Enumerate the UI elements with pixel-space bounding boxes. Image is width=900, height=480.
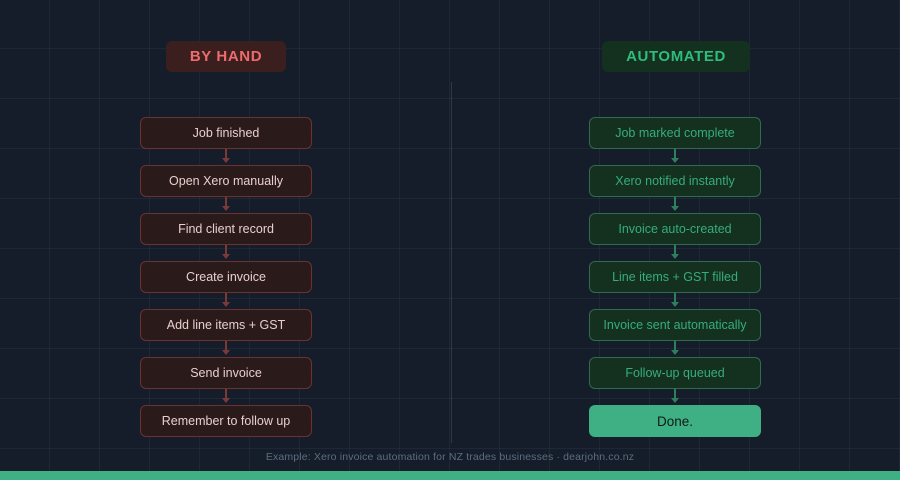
manual-step-label: Send invoice — [190, 366, 262, 380]
automated-step-label: Invoice auto-created — [618, 222, 732, 236]
manual-step-label: Remember to follow up — [161, 414, 291, 428]
automated-step-node: Invoice auto-created — [589, 213, 761, 259]
manual-step-node: Find client record — [140, 213, 312, 259]
manual-steps-column: Job finished Open Xero manually Find cli… — [140, 117, 312, 437]
column-divider — [451, 82, 452, 443]
manual-step-node: Open Xero manually — [140, 165, 312, 211]
automated-done-label: Done. — [656, 413, 694, 429]
manual-step-label: Add line items + GST — [166, 318, 286, 332]
automated-column-header: AUTOMATED — [602, 41, 750, 72]
manual-column-header: BY HAND — [166, 41, 286, 72]
bottom-accent-bar — [0, 471, 900, 480]
manual-step-label: Find client record — [178, 222, 274, 236]
automated-step-label: Invoice sent automatically — [603, 318, 747, 332]
manual-step-node: Send invoice — [140, 357, 312, 403]
manual-step-label: Open Xero manually — [169, 174, 283, 188]
automated-step-node: Line items + GST filled — [589, 261, 761, 307]
manual-step-node: Remember to follow up — [140, 405, 312, 437]
automated-step-node: Invoice sent automatically — [589, 309, 761, 355]
automated-step-label: Xero notified instantly — [615, 174, 735, 188]
automated-done-node: Done. — [589, 405, 761, 437]
automated-steps-column: Job marked complete Xero notified instan… — [589, 117, 761, 437]
automated-step-label: Job marked complete — [615, 126, 735, 140]
automated-step-node: Xero notified instantly — [589, 165, 761, 211]
footer-caption: Example: Xero invoice automation for NZ … — [265, 451, 635, 463]
manual-step-label: Job finished — [192, 126, 260, 140]
automated-step-label: Line items + GST filled — [612, 270, 738, 284]
manual-step-node: Create invoice — [140, 261, 312, 307]
manual-step-node: Job finished — [140, 117, 312, 163]
automated-step-node: Follow-up queued — [589, 357, 761, 403]
automated-step-node: Job marked complete — [589, 117, 761, 163]
manual-step-label: Create invoice — [186, 270, 266, 284]
automated-step-label: Follow-up queued — [625, 366, 725, 380]
manual-step-node: Add line items + GST — [140, 309, 312, 355]
